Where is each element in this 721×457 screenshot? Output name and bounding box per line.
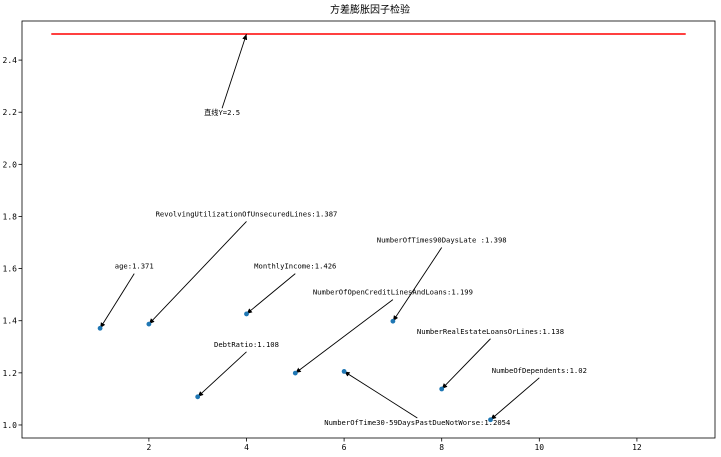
reference-label: 直线Y=2.5 (204, 108, 240, 117)
x-tick-label: 8 (439, 443, 444, 452)
annotation-label: RevolvingUtilizationOfUnsecuredLines:1.3… (156, 209, 338, 218)
annotation-arrow (441, 338, 491, 390)
data-point (390, 318, 396, 324)
data-point (341, 369, 347, 374)
x-tick-label: 12 (632, 443, 642, 452)
y-tick-label: 2.2 (3, 108, 18, 117)
data-point (439, 386, 445, 392)
annotation-arrow (148, 221, 247, 325)
annotation-arrow (343, 371, 418, 419)
y-tick-label: 1.0 (3, 421, 18, 430)
data-point (195, 394, 201, 400)
reference-arrow (221, 33, 248, 109)
annotation-label: MonthlyIncome:1.426 (254, 262, 336, 271)
annotation-arrow (392, 247, 443, 322)
annotation-arrow (246, 273, 296, 315)
x-tick-label: 4 (244, 443, 249, 452)
annotation-label: NumberOfTimes90DaysLate :1.398 (377, 236, 507, 245)
y-tick-label: 2.0 (3, 160, 18, 169)
annotation-label: NumberOfOpenCreditLinesAndLoans:1.199 (313, 288, 473, 297)
y-tick-label: 1.8 (3, 212, 18, 221)
y-tick-label: 1.4 (3, 317, 18, 326)
y-tick-label: 2.4 (3, 56, 18, 65)
annotation-arrow (295, 299, 394, 374)
annotation-arrow (99, 273, 135, 329)
y-tick-label: 1.6 (3, 265, 18, 274)
data-point (292, 370, 298, 376)
y-tick-label: 1.2 (3, 369, 18, 378)
data-point (488, 417, 493, 423)
annotation-label: NumberOfTime30-59DaysPastDueNotWorse:1.2… (324, 418, 510, 427)
data-point (244, 311, 249, 317)
annotation-label: NumbeOfDependents:1.02 (492, 366, 587, 375)
annotation-arrow (490, 377, 540, 421)
x-tick-label: 10 (534, 443, 544, 452)
data-point (97, 325, 103, 331)
plot-frame (21, 20, 716, 439)
x-tick-label: 6 (342, 443, 347, 452)
annotation-label: age:1.371 (115, 262, 154, 271)
x-tick-label: 2 (146, 443, 151, 452)
annotation-label: DebtRatio:1.108 (214, 340, 279, 349)
annotation-label: NumberRealEstateLoansOrLines:1.138 (417, 327, 564, 336)
chart-title: 方差膨胀因子检验 (330, 3, 410, 16)
annotation-arrow (197, 351, 247, 398)
data-point (146, 321, 152, 327)
